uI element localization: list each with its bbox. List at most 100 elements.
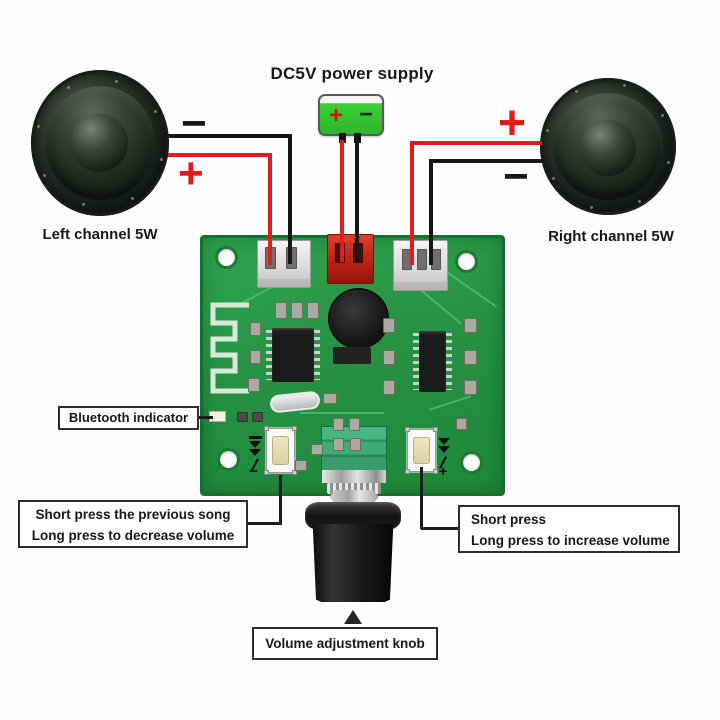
left-minus-sign: − [181, 99, 207, 148]
prev-track-icon [249, 436, 262, 439]
power-supply-block: + − [318, 94, 384, 136]
smd-component [333, 438, 344, 451]
smd-component [323, 393, 337, 404]
smd-component [383, 350, 395, 365]
prev-track-button [264, 426, 297, 475]
potentiometer-base [322, 470, 386, 483]
button-pin [433, 469, 438, 474]
smd-component [252, 412, 263, 422]
button-pin [264, 426, 269, 431]
prev-callout-line1: Short press the previous song [35, 507, 231, 522]
next-track-icon [438, 438, 450, 445]
speaker-screw [160, 158, 164, 162]
right-minus-sign: − [503, 152, 529, 201]
button-pin [433, 427, 438, 432]
ic-pins [413, 333, 419, 390]
prev-callout-line2: Long press to decrease volume [31, 528, 235, 543]
speaker-screw [575, 90, 578, 94]
knob-shaft [327, 483, 381, 494]
prev-track-icon [249, 441, 261, 448]
left-plus-sign: + [178, 149, 204, 198]
power-pin [339, 133, 346, 143]
power-supply-title: DC5V power supply [270, 64, 434, 83]
speaker-screw [43, 173, 47, 177]
ic-pins [266, 330, 272, 380]
speaker-screw [130, 196, 134, 200]
smd-transistor [333, 347, 371, 364]
button-pad [271, 435, 290, 466]
connector-slot [417, 249, 427, 270]
button-pin [405, 469, 410, 474]
power-plus-label: + [329, 102, 344, 129]
left-speaker-plus-wire [168, 153, 272, 157]
speaker-screw [590, 205, 594, 209]
pcb-trace [300, 412, 384, 414]
up-arrow-icon [344, 610, 362, 624]
volume-knob-callout: Volume adjustment knob [252, 627, 438, 660]
power-connector [327, 234, 374, 284]
speaker-screw [622, 84, 626, 88]
button-pin [292, 470, 297, 475]
leader-line [421, 527, 458, 530]
right-speaker-dome [580, 120, 636, 176]
button-pin [292, 426, 297, 431]
speaker-screw [115, 79, 119, 83]
smd-component [350, 438, 361, 451]
left-speaker-label: Left channel 5W [42, 226, 158, 243]
next-track-button [405, 427, 438, 474]
next-plus-mark: + [439, 463, 448, 479]
smd-component [250, 350, 261, 364]
button-pad [412, 436, 431, 465]
ic-pins [446, 333, 452, 390]
smd-component [275, 302, 287, 319]
bluetooth-antenna-icon [210, 302, 249, 394]
speaker-screw [36, 124, 40, 128]
smd-component [464, 318, 477, 333]
ic-pins [314, 330, 320, 380]
right-speaker-plus-wire [410, 141, 542, 145]
left-speaker-minus-wire [288, 134, 292, 264]
speaker-screw [638, 199, 641, 203]
power-pin [354, 133, 361, 143]
button-pin [405, 427, 410, 432]
mounting-hole [463, 454, 480, 471]
speaker-screw [551, 176, 555, 180]
right-plus-sign: + [498, 97, 527, 150]
prev-minus-mark: − [249, 463, 258, 480]
right-speaker-minus-wire [429, 159, 433, 265]
speaker-screw [545, 128, 549, 132]
smd-component [237, 412, 248, 422]
left-speaker-icon [31, 70, 169, 216]
speaker-screw [153, 109, 157, 113]
smd-component [333, 418, 344, 431]
prev-track-icon [249, 449, 261, 456]
smd-component [248, 378, 260, 392]
volume-knob [312, 524, 394, 602]
volume-up-callout: Short press Long press to increase volum… [458, 505, 680, 553]
speaker-screw [661, 113, 665, 117]
right-speaker-plus-wire [410, 141, 414, 265]
smd-component [349, 418, 360, 431]
right-speaker-label: Right channel 5W [548, 228, 674, 245]
amplifier-ic-chip [413, 331, 452, 392]
smd-component [307, 302, 319, 319]
leader-line [246, 522, 282, 525]
button-pin [264, 470, 269, 475]
next-track-icon [438, 446, 450, 453]
volume-up-line1: Short press [471, 512, 547, 527]
mounting-hole [218, 249, 235, 266]
left-speaker-minus-wire [166, 134, 292, 138]
right-speaker-minus-wire [429, 159, 542, 163]
smd-component [464, 380, 477, 395]
power-minus-label: − [358, 101, 373, 128]
smd-component [311, 444, 323, 455]
leader-line [420, 467, 423, 529]
leader-line [279, 475, 282, 525]
smd-component [464, 350, 477, 365]
capacitor-icon [330, 290, 387, 347]
prev-button-callout: Short press the previous song Long press… [18, 500, 248, 548]
mounting-hole [220, 451, 237, 468]
smd-component [456, 418, 467, 430]
speaker-screw [66, 86, 70, 90]
bluetooth-indicator-callout: Bluetooth indicator [58, 406, 199, 430]
